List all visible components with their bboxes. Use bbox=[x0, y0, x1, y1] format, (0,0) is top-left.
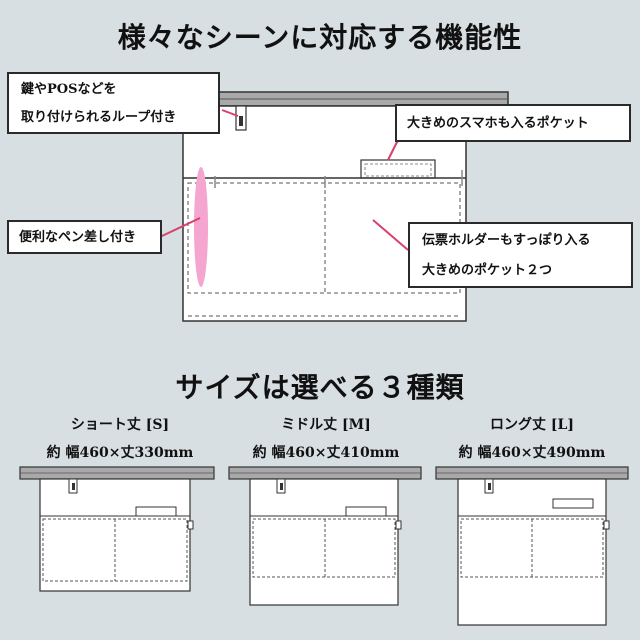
pen-holder-callout-text: 便利なペン差し付き bbox=[19, 230, 137, 245]
pen-holder-callout: 便利なペン差し付き bbox=[7, 220, 162, 254]
loop-callout-line1: 鍵やPOSなどを bbox=[21, 82, 117, 97]
size-m-name: ミドル丈 [M] bbox=[281, 417, 371, 433]
features-title: 様々なシーンに対応する機能性 bbox=[117, 21, 523, 54]
size-s-dims: 約 幅460×丈330mm bbox=[46, 445, 194, 461]
size-s-name: ショート丈 [S] bbox=[70, 417, 170, 433]
apron-size-l bbox=[435, 466, 629, 626]
size-l-dims: 約 幅460×丈490mm bbox=[458, 445, 606, 461]
apron-size-m bbox=[228, 466, 422, 606]
big-pocket-callout-line1: 伝票ホルダーもすっぽり入る bbox=[422, 233, 591, 248]
apron-size-s bbox=[19, 466, 215, 592]
size-l-name: ロング丈 [L] bbox=[490, 417, 574, 433]
phone-pocket-callout: 大きめのスマホも入るポケット bbox=[395, 104, 631, 142]
phone-pocket bbox=[360, 159, 436, 179]
front-pockets bbox=[187, 182, 461, 294]
big-pocket-callout: 伝票ホルダーもすっぽり入る 大きめのポケット２つ bbox=[408, 222, 633, 288]
phone-pocket-callout-text: 大きめのスマホも入るポケット bbox=[407, 116, 589, 131]
size-m-dims: 約 幅460×丈410mm bbox=[252, 445, 400, 461]
pen-holder-highlight bbox=[194, 167, 208, 287]
sizes-title: サイズは選べる３種類 bbox=[175, 371, 465, 404]
big-pocket-callout-line2: 大きめのポケット２つ bbox=[422, 263, 553, 278]
loop-callout-line2: 取り付けられるループ付き bbox=[21, 110, 177, 125]
loop-callout: 鍵やPOSなどを 取り付けられるループ付き bbox=[7, 72, 220, 134]
